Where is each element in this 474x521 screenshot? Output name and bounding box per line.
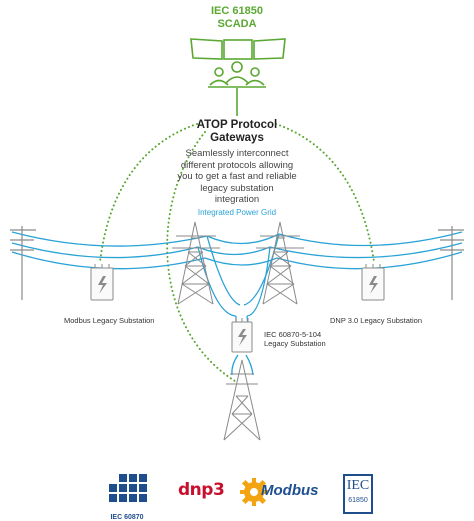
iec60870-grid-icon bbox=[109, 474, 147, 502]
iec61850-logo-bottom: 61850 bbox=[348, 497, 368, 504]
communication-links bbox=[99, 123, 375, 384]
modbus-logo: Modbus bbox=[239, 474, 327, 510]
iec60870-logo: IEC 60870 bbox=[105, 474, 149, 521]
right-utility-pole bbox=[438, 226, 464, 300]
iec61850-logo-top: IEC bbox=[346, 478, 370, 493]
scada-title-line1: IEC 61850 bbox=[211, 5, 263, 17]
modbus-logo-text: Modbus bbox=[261, 482, 319, 499]
left-utility-pole bbox=[10, 226, 36, 300]
gateway-title: ATOP Protocol Gateways bbox=[0, 119, 474, 145]
link-to-iec104 bbox=[166, 131, 239, 384]
scada-title: IEC 61850 SCADA bbox=[0, 5, 474, 31]
dnp3-logo: dnp3 bbox=[178, 480, 225, 500]
dnp-substation-icon bbox=[361, 264, 385, 301]
gateway-description: Seamlessly interconnect different protoc… bbox=[0, 148, 474, 206]
scada-title-line2: SCADA bbox=[217, 18, 257, 30]
iec104-label-line1: IEC 60870-5-104 bbox=[264, 330, 322, 339]
iec61850-logo: IEC 61850 bbox=[343, 474, 373, 514]
iec104-substation-icon bbox=[231, 318, 253, 353]
iec60870-logo-text: IEC 60870 bbox=[110, 514, 144, 521]
scada-workstation-icon bbox=[190, 38, 286, 116]
gateway-description-line: integration bbox=[214, 194, 260, 205]
modbus-substation-label: Modbus Legacy Substation bbox=[64, 316, 155, 325]
left-transmission-tower bbox=[172, 221, 220, 305]
bottom-transmission-tower bbox=[223, 359, 261, 441]
gateway-title-line1: ATOP Protocol bbox=[196, 119, 278, 131]
link-to-dnp bbox=[275, 123, 375, 263]
gateway-description-line: you to get a fast and reliable bbox=[177, 171, 297, 182]
right-transmission-tower bbox=[256, 221, 304, 305]
modbus-gear-icon bbox=[240, 478, 268, 506]
iec104-substation-label: IEC 60870-5-104 Legacy Substation bbox=[264, 330, 326, 348]
gateway-description-line: Seamlessly interconnect bbox=[185, 148, 289, 159]
grid-label: Integrated Power Grid bbox=[197, 208, 277, 217]
iec104-label-line2: Legacy Substation bbox=[264, 339, 326, 348]
link-to-modbus bbox=[99, 123, 198, 263]
modbus-substation-icon bbox=[90, 264, 114, 301]
gateway-title-line2: Gateways bbox=[210, 132, 264, 144]
gateway-description-line: legacy substation bbox=[200, 182, 274, 194]
transmission-lines bbox=[11, 231, 463, 376]
dnp-substation-label: DNP 3.0 Legacy Substation bbox=[330, 316, 423, 325]
gateway-description-line: different protocols allowing bbox=[180, 159, 294, 171]
